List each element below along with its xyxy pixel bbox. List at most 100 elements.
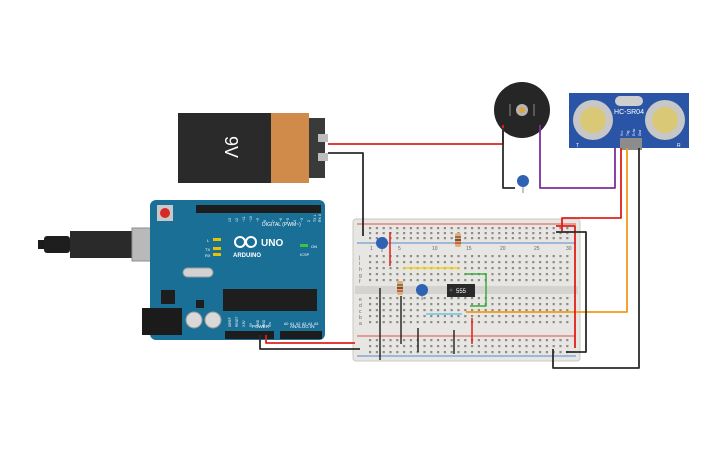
breadboard-hole[interactable]: [539, 255, 542, 258]
breadboard-hole[interactable]: [423, 227, 426, 230]
breadboard-hole[interactable]: [450, 303, 453, 306]
breadboard-hole[interactable]: [505, 303, 508, 306]
breadboard-hole[interactable]: [464, 345, 467, 348]
breadboard-hole[interactable]: [471, 309, 474, 312]
ultrasonic-sensor[interactable]: HC-SR04 T R Vcc Trig Echo Gnd: [569, 93, 689, 150]
breadboard-hole[interactable]: [498, 227, 501, 230]
breadboard-hole[interactable]: [423, 339, 426, 342]
breadboard-hole[interactable]: [491, 267, 494, 270]
breadboard-hole[interactable]: [539, 232, 542, 235]
breadboard-hole[interactable]: [457, 297, 460, 300]
breadboard-hole[interactable]: [552, 273, 555, 276]
breadboard-hole[interactable]: [559, 321, 562, 324]
breadboard-hole[interactable]: [443, 351, 446, 354]
breadboard-hole[interactable]: [423, 351, 426, 354]
breadboard-hole[interactable]: [437, 309, 440, 312]
breadboard-hole[interactable]: [498, 309, 501, 312]
wire-black[interactable]: [259, 335, 360, 350]
breadboard-hole[interactable]: [477, 267, 480, 270]
breadboard-hole[interactable]: [498, 237, 501, 240]
breadboard-hole[interactable]: [457, 321, 460, 324]
breadboard-hole[interactable]: [369, 232, 372, 235]
breadboard-hole[interactable]: [484, 339, 487, 342]
breadboard-hole[interactable]: [545, 255, 548, 258]
breadboard-hole[interactable]: [430, 303, 433, 306]
breadboard-hole[interactable]: [498, 321, 501, 324]
breadboard-hole[interactable]: [430, 255, 433, 258]
breadboard-hole[interactable]: [545, 315, 548, 318]
breadboard-hole[interactable]: [443, 303, 446, 306]
breadboard-hole[interactable]: [369, 267, 372, 270]
breadboard-hole[interactable]: [443, 339, 446, 342]
breadboard-hole[interactable]: [375, 273, 378, 276]
breadboard-hole[interactable]: [430, 237, 433, 240]
breadboard-hole[interactable]: [545, 227, 548, 230]
breadboard-hole[interactable]: [498, 345, 501, 348]
breadboard-hole[interactable]: [505, 279, 508, 282]
breadboard-hole[interactable]: [491, 232, 494, 235]
breadboard-hole[interactable]: [477, 237, 480, 240]
reset-button-cap[interactable]: [160, 208, 170, 218]
breadboard-hole[interactable]: [518, 237, 521, 240]
breadboard-hole[interactable]: [539, 339, 542, 342]
breadboard-hole[interactable]: [477, 227, 480, 230]
breadboard-hole[interactable]: [464, 303, 467, 306]
breadboard-hole[interactable]: [443, 237, 446, 240]
breadboard-hole[interactable]: [464, 261, 467, 264]
breadboard-hole[interactable]: [491, 237, 494, 240]
breadboard-hole[interactable]: [471, 255, 474, 258]
breadboard-hole[interactable]: [464, 237, 467, 240]
breadboard-hole[interactable]: [457, 261, 460, 264]
ic-555[interactable]: 555: [447, 284, 475, 297]
breadboard-hole[interactable]: [396, 279, 399, 282]
breadboard-hole[interactable]: [484, 309, 487, 312]
breadboard-hole[interactable]: [416, 303, 419, 306]
breadboard-hole[interactable]: [416, 232, 419, 235]
breadboard-hole[interactable]: [403, 303, 406, 306]
breadboard-hole[interactable]: [484, 227, 487, 230]
breadboard-hole[interactable]: [457, 303, 460, 306]
breadboard-hole[interactable]: [491, 261, 494, 264]
breadboard-hole[interactable]: [396, 255, 399, 258]
breadboard-hole[interactable]: [559, 227, 562, 230]
breadboard-hole[interactable]: [389, 303, 392, 306]
breadboard-hole[interactable]: [518, 315, 521, 318]
breadboard-hole[interactable]: [566, 227, 569, 230]
breadboard-hole[interactable]: [566, 261, 569, 264]
breadboard-hole[interactable]: [450, 255, 453, 258]
breadboard-hole[interactable]: [491, 255, 494, 258]
breadboard-hole[interactable]: [369, 351, 372, 354]
breadboard-hole[interactable]: [382, 345, 385, 348]
breadboard-hole[interactable]: [498, 279, 501, 282]
arduino-uno-board[interactable]: UNO ARDUINO DIGITAL (PWM~) POWER ANALOG …: [38, 200, 325, 340]
breadboard-hole[interactable]: [375, 315, 378, 318]
breadboard-hole[interactable]: [511, 351, 514, 354]
breadboard-hole[interactable]: [409, 321, 412, 324]
breadboard-hole[interactable]: [539, 351, 542, 354]
breadboard-hole[interactable]: [511, 237, 514, 240]
breadboard-hole[interactable]: [437, 351, 440, 354]
breadboard-hole[interactable]: [498, 315, 501, 318]
breadboard-hole[interactable]: [545, 351, 548, 354]
breadboard-hole[interactable]: [552, 232, 555, 235]
breadboard-hole[interactable]: [484, 351, 487, 354]
breadboard-hole[interactable]: [532, 321, 535, 324]
breadboard-hole[interactable]: [518, 267, 521, 270]
resistor-2[interactable]: [397, 281, 403, 295]
breadboard-hole[interactable]: [450, 237, 453, 240]
breadboard-hole[interactable]: [375, 351, 378, 354]
breadboard-hole[interactable]: [464, 315, 467, 318]
breadboard-hole[interactable]: [532, 315, 535, 318]
breadboard-hole[interactable]: [498, 232, 501, 235]
breadboard-hole[interactable]: [464, 339, 467, 342]
breadboard-hole[interactable]: [525, 267, 528, 270]
resistor-1[interactable]: [455, 233, 461, 247]
breadboard-hole[interactable]: [566, 297, 569, 300]
breadboard-hole[interactable]: [471, 351, 474, 354]
wire-red[interactable]: [561, 148, 622, 231]
breadboard-hole[interactable]: [389, 315, 392, 318]
breadboard-hole[interactable]: [369, 255, 372, 258]
breadboard-hole[interactable]: [389, 309, 392, 312]
breadboard-hole[interactable]: [450, 297, 453, 300]
breadboard-hole[interactable]: [511, 339, 514, 342]
